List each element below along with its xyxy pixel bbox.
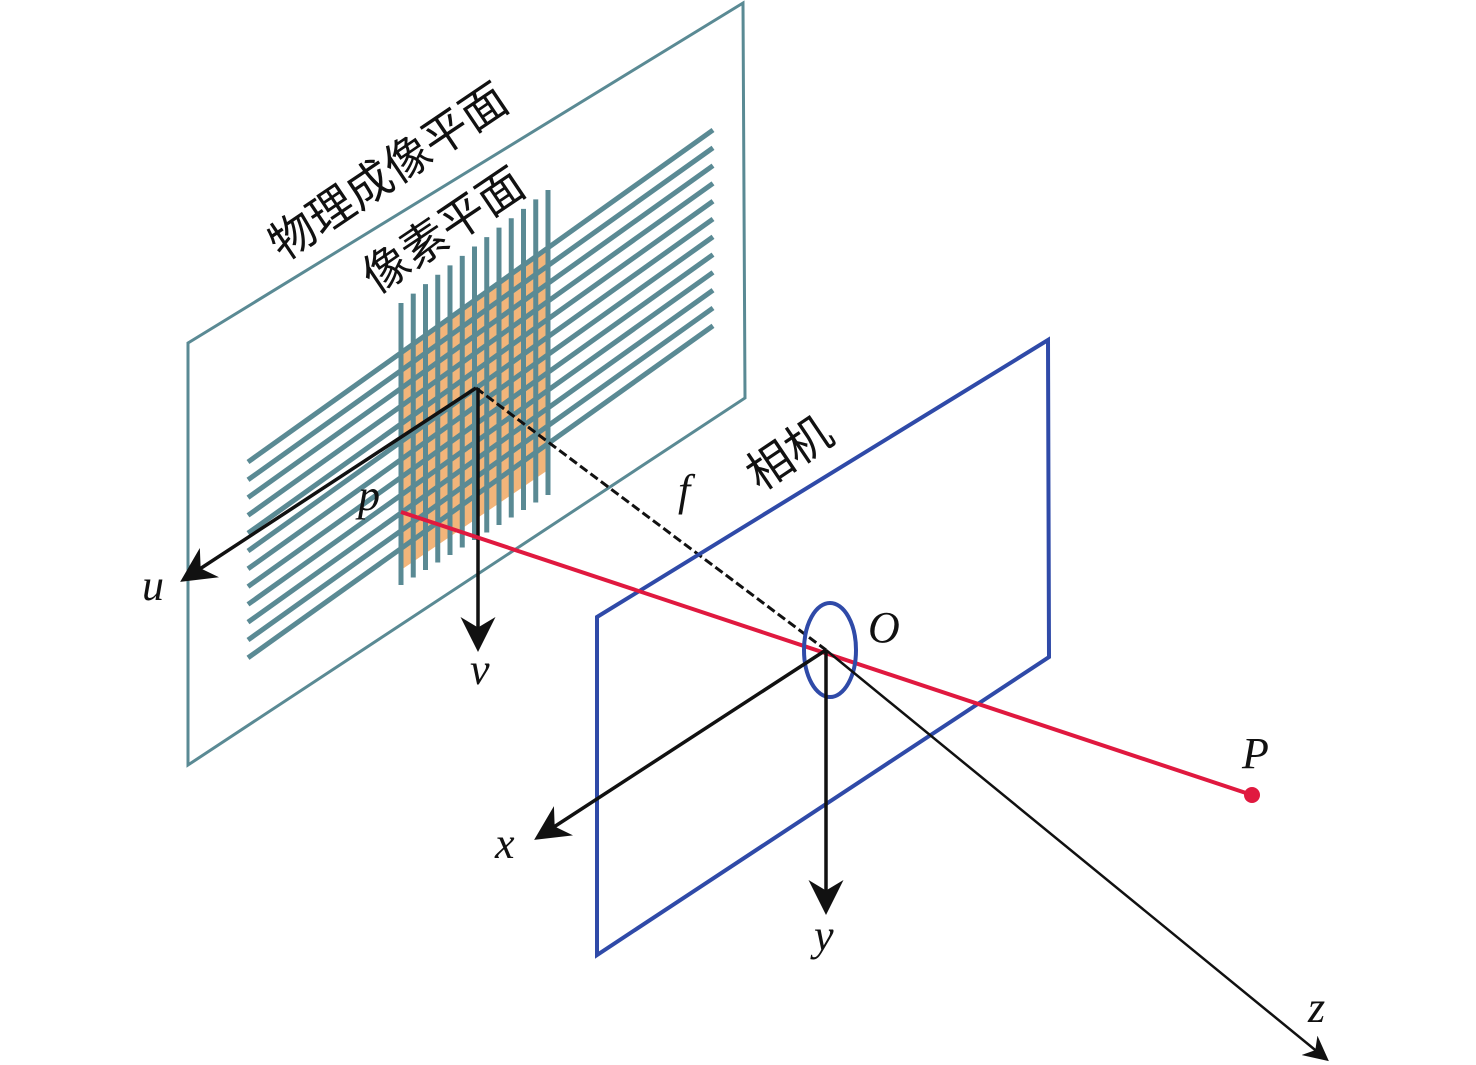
- u-axis: [180, 386, 477, 582]
- pixel-rows: [246, 127, 715, 660]
- pixel-row-line: [246, 163, 715, 500]
- image-point-label: p: [355, 471, 380, 520]
- v-axis-label: v: [470, 645, 490, 694]
- pixel-row-line: [246, 305, 715, 643]
- pixel-row-line: [246, 270, 715, 607]
- physical-imaging-plane: [186, 0, 747, 768]
- pixel-row-line: [246, 288, 715, 625]
- pixel-row-line: [246, 252, 715, 589]
- camera-plane: [595, 336, 1052, 959]
- pixel-row-line: [246, 216, 715, 554]
- pixel-row-line: [246, 145, 715, 482]
- x-axis: [534, 648, 827, 840]
- z-axis: [825, 649, 1329, 1062]
- focal-label: f: [678, 466, 696, 515]
- x-axis-label: x: [494, 819, 515, 868]
- world-point-label: P: [1241, 729, 1269, 778]
- lens-aperture: [802, 601, 858, 699]
- camera-label: 相机: [736, 405, 842, 501]
- origin-label: O: [868, 603, 900, 652]
- u-axis-label: u: [142, 561, 164, 610]
- pixel-row-line: [246, 181, 715, 518]
- pixel-row-line: [246, 323, 715, 660]
- pixel-row-line: [246, 127, 715, 465]
- y-axis-label: y: [810, 911, 834, 960]
- z-axis-label: z: [1307, 983, 1325, 1032]
- world-point-dot: [1244, 787, 1260, 803]
- focal-dashed-line: [475, 386, 827, 652]
- pixel-row-line: [246, 199, 715, 536]
- pixel-columns: [398, 190, 551, 585]
- pixel-row-line: [246, 234, 715, 571]
